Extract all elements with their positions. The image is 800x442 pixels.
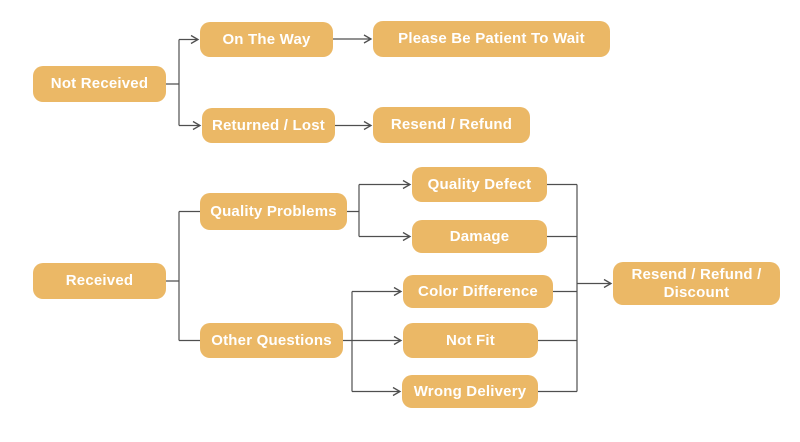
edge-received-trunk <box>166 211 180 341</box>
node-wrong-delivery: Wrong Delivery <box>402 375 538 408</box>
edge-quality-problems-trunk <box>347 184 360 237</box>
node-resend-refund-discount: Resend / Refund / Discount <box>613 262 780 305</box>
node-color-difference: Color Difference <box>403 275 553 308</box>
node-returned-lost: Returned / Lost <box>202 108 335 143</box>
node-received: Received <box>33 263 166 299</box>
node-on-the-way: On The Way <box>200 22 333 57</box>
node-not-fit: Not Fit <box>403 323 538 358</box>
edge-not-received-trunk <box>166 39 180 126</box>
node-not-received: Not Received <box>33 66 166 102</box>
node-other-questions: Other Questions <box>200 323 343 358</box>
node-quality-defect: Quality Defect <box>412 167 547 202</box>
node-please-be-patient: Please Be Patient To Wait <box>373 21 610 57</box>
node-damage: Damage <box>412 220 547 253</box>
node-quality-problems: Quality Problems <box>200 193 347 230</box>
edge-other-questions-trunk <box>343 291 353 392</box>
edge-collector <box>538 183 578 393</box>
node-resend-refund: Resend / Refund <box>373 107 530 143</box>
